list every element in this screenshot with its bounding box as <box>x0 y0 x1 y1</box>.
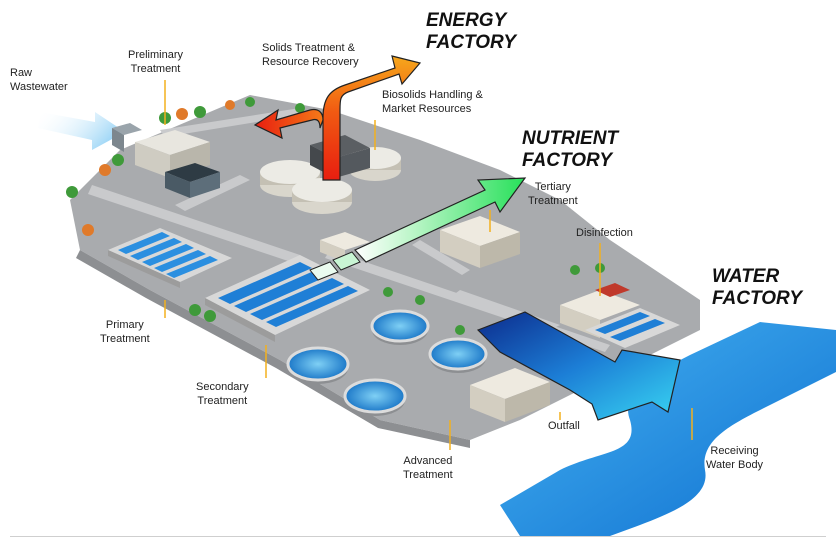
tertiary-line2: Treatment <box>528 195 578 207</box>
disinfection-line1: Disinfection <box>576 227 633 239</box>
trees <box>66 97 605 335</box>
nutrient-arrow <box>309 177 527 281</box>
preliminary-line2: Treatment <box>130 63 181 75</box>
secondary-line1: Secondary <box>196 381 249 393</box>
receiving-water-body <box>500 322 836 536</box>
inflow-arrow <box>38 112 125 150</box>
outfall-label: Outfall <box>548 419 580 433</box>
primary-tanks <box>108 228 232 288</box>
energy-factory-title: ENERGY FACTORY <box>426 10 516 54</box>
biosolids-line2: Market Resources <box>382 103 472 115</box>
primary-line1: Primary <box>105 319 144 331</box>
preliminary-line1: Preliminary <box>128 49 184 61</box>
secondary-treatment-label: Secondary Treatment <box>196 380 249 408</box>
leader-lines <box>164 80 693 450</box>
preliminary-treatment-label: Preliminary Treatment <box>128 48 183 76</box>
advanced-buildings <box>470 368 550 422</box>
receiving-line1: Receiving <box>710 445 759 457</box>
advanced-treatment-label: Advanced Treatment <box>403 454 453 482</box>
disinfection-label: Disinfection <box>576 226 633 240</box>
digesters <box>260 135 401 214</box>
solids-line2: Resource Recovery <box>262 56 359 68</box>
disinfection-facility <box>560 283 680 348</box>
advanced-line2: Treatment <box>403 469 453 481</box>
outfall-line1: Outfall <box>548 420 580 432</box>
raw-wastewater-label: Raw Wastewater <box>10 66 68 94</box>
bottom-divider <box>10 536 826 537</box>
tertiary-line1: Tertiary <box>534 181 571 193</box>
nutrient-factory-title: NUTRIENT FACTORY <box>522 128 618 172</box>
nutrient-factory-line1: NUTRIENT <box>522 128 619 149</box>
raw-wastewater-line2: Wastewater <box>10 81 68 93</box>
secondary-line2: Treatment <box>197 395 248 407</box>
water-factory-title: WATER FACTORY <box>712 266 802 310</box>
water-arrow <box>476 311 681 421</box>
biosolids-line1: Biosolids Handling & <box>382 89 483 101</box>
advanced-line1: Advanced <box>403 455 453 467</box>
secondary-clarifiers <box>286 309 488 416</box>
energy-factory-line1: ENERGY <box>426 10 507 31</box>
solids-treatment-label: Solids Treatment & Resource Recovery <box>262 41 359 69</box>
energy-arrow <box>253 55 422 181</box>
primary-line2: Treatment <box>100 333 150 345</box>
biosolids-handling-label: Biosolids Handling & Market Resources <box>382 88 483 116</box>
raw-wastewater-line1: Raw <box>10 67 33 79</box>
solids-line1: Solids Treatment & <box>262 42 355 54</box>
tertiary-treatment-label: Tertiary Treatment <box>528 180 578 208</box>
primary-treatment-label: Primary Treatment <box>100 318 150 346</box>
water-factory-line2: FACTORY <box>712 288 803 309</box>
preliminary-buildings <box>112 123 220 198</box>
nutrient-factory-line2: FACTORY <box>522 150 613 171</box>
water-factory-line1: WATER <box>712 266 780 287</box>
tertiary-buildings <box>320 216 520 268</box>
receiving-water-body-label: Receiving Water Body <box>706 444 763 472</box>
energy-factory-line2: FACTORY <box>426 32 517 53</box>
receiving-line2: Water Body <box>706 459 764 471</box>
